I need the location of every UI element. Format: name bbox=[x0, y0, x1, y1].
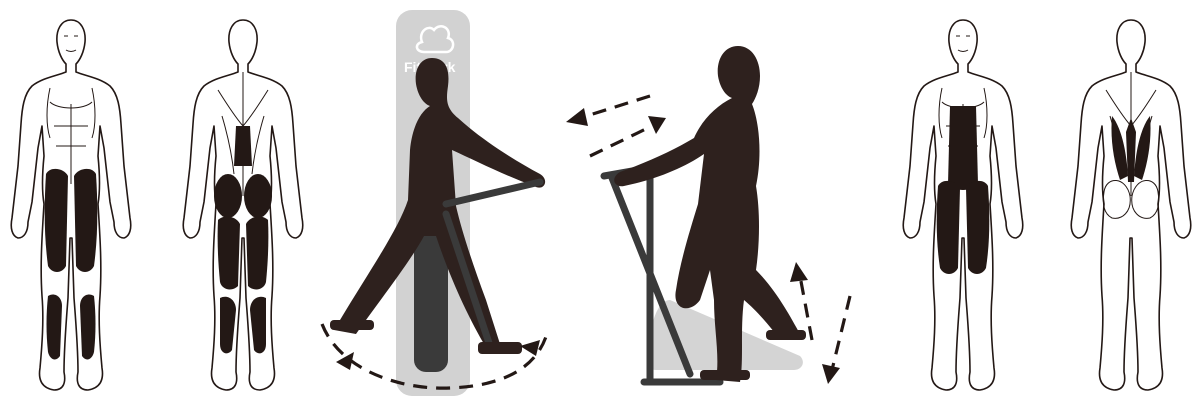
exercise-stepper-scene bbox=[566, 46, 850, 384]
quadriceps-right bbox=[966, 181, 989, 274]
calf-left bbox=[47, 294, 63, 359]
push-pull-arrows bbox=[566, 96, 666, 156]
anatomy-back-core-figure bbox=[1071, 20, 1191, 390]
quadriceps-left bbox=[937, 181, 960, 274]
swing-arrowhead-left bbox=[336, 352, 354, 370]
quadriceps-right bbox=[74, 169, 97, 272]
hamstring-right bbox=[246, 217, 268, 290]
anatomy-front-legs-figure bbox=[11, 20, 131, 390]
anatomy-back-legs-figure bbox=[183, 20, 303, 390]
calf-right bbox=[80, 294, 96, 359]
quadriceps-left bbox=[45, 169, 68, 272]
exercise-walker-scene: Fit Park bbox=[322, 10, 548, 396]
walker-pedal-right bbox=[478, 342, 522, 354]
lower-back bbox=[234, 126, 252, 166]
stepper-pedal-front bbox=[766, 330, 806, 340]
walker-pedal-left bbox=[330, 320, 374, 330]
glute-right bbox=[244, 174, 272, 218]
glute-left bbox=[214, 174, 242, 218]
anatomy-front-core-figure bbox=[903, 20, 1023, 390]
stepper-pedal-back bbox=[700, 370, 750, 380]
abs bbox=[948, 106, 978, 190]
swing-arrowhead-right bbox=[520, 340, 540, 356]
hamstring-left bbox=[218, 217, 240, 290]
